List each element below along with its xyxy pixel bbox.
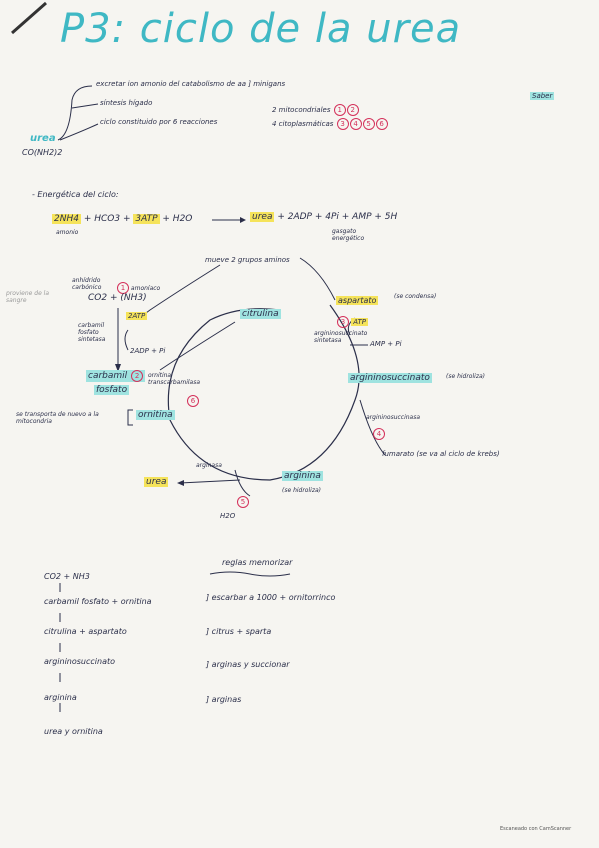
mnemonic-rule-1: ] escarbar a 1000 + ornitorrinco (206, 593, 336, 602)
step-6-number: 6 (186, 395, 199, 407)
anhidrido-label: anhídrido carbónico (72, 277, 102, 291)
mnemonic-rule-3: ] arginas y succionar (206, 660, 290, 669)
urea-formula: CO(NH2)2 (22, 148, 63, 157)
pen-stroke (11, 1, 47, 35)
mnemonic-step-3: citrulina + aspartato (44, 627, 127, 636)
carbamil-label: carbamil 2 (86, 370, 146, 382)
urea-product: urea (144, 477, 169, 487)
fosfato-label: fosfato (94, 385, 130, 395)
enzyme-4: argininosuccinasa (366, 414, 421, 421)
atp-step3: 3 ATP (336, 316, 369, 328)
fumarato-label: fumarato (se va al ciclo de krebs) (382, 450, 500, 458)
amp-pi: AMP + Pi (370, 340, 402, 348)
energetics-products: urea + 2ADP + 4Pi + AMP + 5H (250, 212, 398, 222)
mueve-label: mueve 2 grupos aminos (205, 256, 290, 264)
urea-word: urea (30, 133, 56, 144)
proviene-note: proviene de la sangre (6, 290, 50, 304)
scanner-footer: Escaneado con CamScanner (500, 826, 572, 832)
mnemonic-step-4: argininosuccinato (44, 657, 116, 666)
enzyme-2: ornitina transcarbamilasa (148, 372, 201, 386)
se-hidroliza-2: (se hidroliza) (282, 487, 321, 494)
step-5-number: 5 (236, 496, 249, 508)
energetics-label: - Energética del ciclo: (32, 190, 119, 199)
adp-2: 2ADP + Pi (130, 347, 166, 355)
mnemonic-step-6: urea y ornitina (44, 727, 103, 736)
header-line-3: ciclo constituido por 6 reacciones (100, 118, 218, 126)
page-title: P3: ciclo de la urea (60, 6, 462, 52)
mnemonic-rule-4: ] arginas (206, 695, 242, 704)
header-line-1: excretar ion amonio del catabolismo de a… (96, 80, 286, 88)
saber-tag: Saber (530, 92, 555, 100)
mnemonic-heading: reglas memorizar (222, 558, 293, 567)
aspartato-label: aspartato (336, 296, 379, 305)
step-4-number: 4 (372, 428, 385, 440)
mnemonic-step-1: CO2 + NH3 (44, 572, 90, 581)
se-hidroliza-1: (se hidroliza) (446, 373, 485, 380)
mnemonic-step-2: carbamil fosfato + ornitina (44, 597, 152, 606)
arginina-label: arginina (282, 471, 323, 481)
mnemonic-rule-2: ] citrus + sparta (206, 627, 272, 636)
header-line-2: síntesis hígado (100, 99, 153, 107)
enzyme-3: argininosuccinato sintetasa (314, 330, 368, 344)
h2o-label: H2O (220, 512, 236, 520)
argininosuccinato-label: argininosuccinato (348, 373, 432, 383)
transport-note: se transporta de nuevo a la mitocondria (16, 411, 99, 425)
energetics-equation: 2NH4 + HCO3 + 3ATP + H2O (52, 214, 193, 224)
atp-2: 2ATP (126, 312, 148, 320)
enzyme-5: arginasa (196, 462, 222, 469)
amonio-note: amonio (56, 229, 79, 236)
se-condensa: (se condensa) (394, 293, 437, 300)
pirofosfato-note: gasgato energético (332, 228, 365, 242)
citrulina-label: citrulina (240, 309, 281, 319)
enzyme-1: carbamil fosfato sintetasa (78, 322, 106, 343)
co2-nh3: CO2 + (NH3) (88, 293, 147, 303)
ornitina-label: ornitina (136, 410, 175, 420)
mnemonic-step-5: arginina (44, 693, 77, 702)
amoniaco-label: 1 amoníaco (116, 282, 160, 294)
